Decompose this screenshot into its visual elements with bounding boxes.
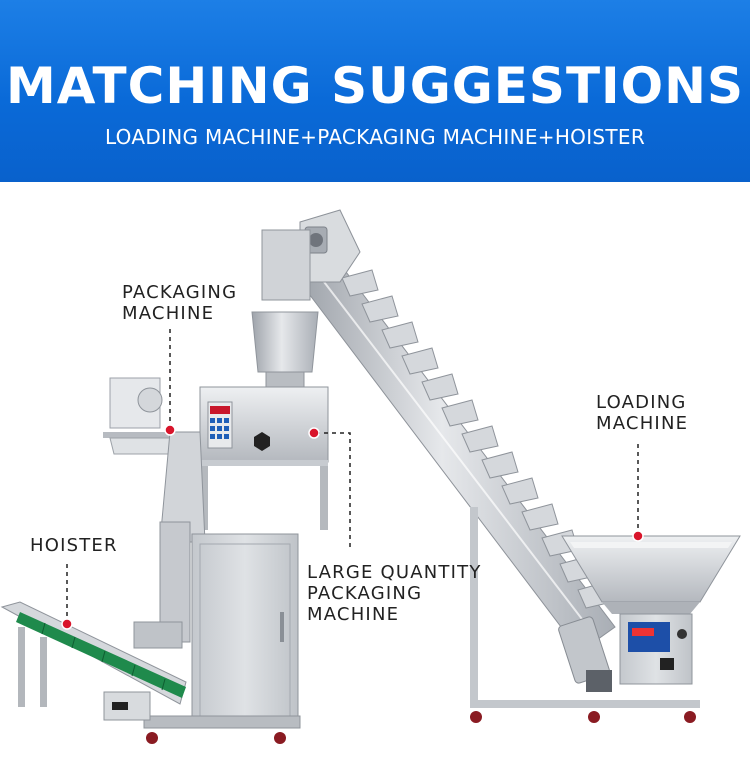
label-loading-line2: MACHINE (596, 413, 689, 434)
page-subtitle: LOADING MACHINE+PACKAGING MACHINE+HOISTE… (104, 125, 646, 149)
loading-machine (470, 507, 741, 723)
marker-large-quantity (308, 427, 320, 439)
large-quantity-packaging-machine (199, 229, 329, 530)
bucket-elevator (299, 209, 616, 692)
label-packaging-machine: PACKAGING MACHINE (122, 282, 237, 324)
marker-hoister (61, 618, 73, 630)
leader-lines (66, 329, 639, 622)
machine-illustration (0, 209, 741, 744)
packaging-machine (103, 377, 301, 744)
label-large-quantity: LARGE QUANTITY PACKAGING MACHINE (307, 562, 482, 625)
label-loading-machine: LOADING MACHINE (596, 392, 688, 434)
label-packaging-line2: MACHINE (122, 303, 215, 324)
page-title: MATCHING SUGGESTIONS (5, 57, 745, 115)
label-large-line1: LARGE QUANTITY (307, 562, 482, 583)
label-large-line2: PACKAGING (307, 583, 423, 604)
label-hoister: HOISTER (30, 535, 118, 556)
marker-dots (61, 424, 644, 630)
marker-loading (632, 530, 644, 542)
marker-packaging (164, 424, 176, 436)
label-loading-line1: LOADING (596, 392, 687, 413)
hoister-conveyor (0, 601, 187, 721)
label-large-line3: MACHINE (307, 604, 400, 625)
machine-scene: PACKAGING MACHINE LOADING MACHINE HOISTE… (0, 182, 750, 776)
header-banner: MATCHING SUGGESTIONS LOADING MACHINE+PAC… (0, 0, 750, 182)
label-packaging-line1: PACKAGING (122, 282, 238, 303)
